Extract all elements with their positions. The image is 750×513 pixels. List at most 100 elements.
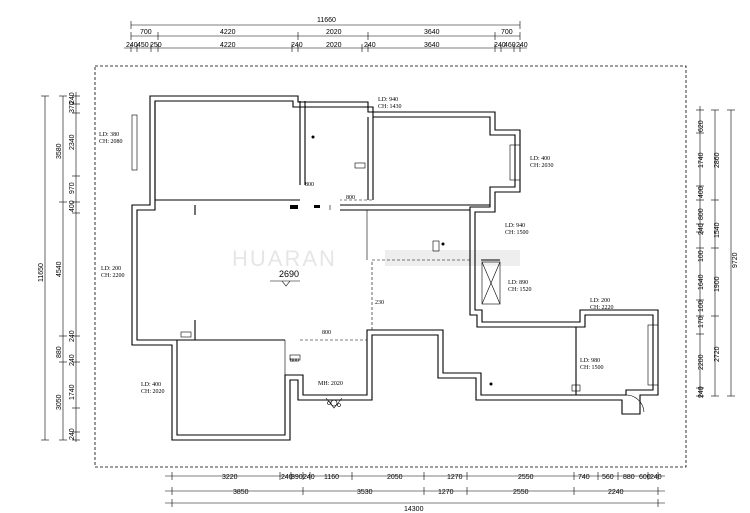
dim-right-in-9: 170: [698, 316, 705, 328]
room-label-ch-3: CH: 2030: [530, 163, 554, 169]
dim-left-in-9: 240: [69, 428, 76, 440]
dim-top-s7: 240: [364, 42, 376, 49]
dim-left-overall: 11650: [38, 263, 45, 282]
room-label-ch-6: CH: 1520: [508, 287, 532, 293]
dim-left-in-1: 240: [69, 92, 76, 104]
door-label-3: 230: [375, 300, 384, 306]
dim-top-s11: 240: [516, 42, 528, 49]
room-label-ch-2: CH: 1430: [378, 104, 402, 110]
dim-top-s9: 240: [494, 42, 506, 49]
dim-right-in-1: 620: [698, 120, 705, 132]
dim-top-5: 700: [501, 29, 513, 36]
top-dimensions: 11660 700 4220 2020 3640 700 240 450 250…: [124, 17, 528, 52]
dim-right-in-3: 400: [698, 186, 705, 198]
dim-left-2: 4540: [56, 261, 63, 277]
person-icon: [325, 397, 343, 409]
room-label-ld-2: LD: 940: [378, 97, 398, 103]
dim-bot-r2-5: 2240: [608, 489, 624, 496]
door-label-1: 800: [305, 182, 314, 188]
dim-left-in-3: 2340: [69, 134, 76, 150]
room-label-ld-3: LD: 400: [530, 156, 550, 162]
dim-top-s2: 450: [137, 42, 149, 49]
dim-right-in-5: 240: [698, 223, 705, 235]
dim-right-3: 1900: [714, 276, 721, 292]
room-label-ld-1: LD: 380: [99, 132, 119, 138]
dim-right-in-4: 800: [698, 208, 705, 220]
dim-bot-12: 600: [639, 474, 651, 481]
dim-bot-3: 390: [291, 474, 303, 481]
dim-left-in-5: 400: [69, 200, 76, 212]
dim-right-2: 1540: [714, 222, 721, 238]
dim-top-overall: 11660: [317, 17, 336, 24]
dim-top-1: 700: [140, 29, 152, 36]
watermark: HUARAN: [232, 246, 337, 271]
room-labels: LD: 380 CH: 2080 LD: 940 CH: 1430 LD: 40…: [99, 97, 614, 395]
bottom-dimensions: 3220 240 390 240 1160 2050 1270 2550 740…: [165, 472, 665, 513]
room-label-ld-4: LD: 940: [505, 223, 525, 229]
room-label-ch-7: CH: 2220: [590, 305, 614, 311]
dim-left-in-4: 970: [69, 182, 76, 194]
room-label-ld-8: LD: 980: [580, 358, 600, 364]
door-label-2: 800: [346, 195, 355, 201]
dim-right-4: 2720: [714, 346, 721, 362]
dim-left-3: 880: [56, 346, 63, 358]
dim-right-1: 2860: [714, 152, 721, 168]
room-label-ch-4: CH: 1500: [505, 230, 529, 236]
dim-bot-r2-3: 1270: [438, 489, 454, 496]
dim-right-in-8: 100: [698, 300, 705, 312]
dim-bot-7: 1270: [447, 474, 463, 481]
dim-left-in-6: 240: [69, 330, 76, 342]
dim-right-in-2: 1740: [698, 152, 705, 168]
dim-top-3: 2020: [326, 29, 342, 36]
dim-top-s3: 250: [150, 42, 162, 49]
dim-bot-5: 1160: [324, 474, 339, 481]
dim-bot-8: 2550: [518, 474, 534, 481]
dim-bot-r2-2: 3530: [357, 489, 373, 496]
room-label-ld-6: LD: 890: [508, 280, 528, 286]
dim-top-s8: 3640: [424, 42, 440, 49]
ceiling-height-text: 2690: [279, 269, 299, 279]
left-dimensions: 11650 3580 4540 880 3050 240 370 2340 97…: [38, 92, 80, 442]
dim-top-s1: 240: [126, 42, 138, 49]
door-label-5: 800: [290, 358, 299, 364]
dim-left-in-2: 370: [69, 101, 76, 113]
dim-left-in-8: 1740: [69, 384, 76, 400]
dim-bot-2: 240: [281, 474, 293, 481]
dim-right-in-7: 1640: [698, 274, 705, 290]
dim-bot-r2-4: 2550: [513, 489, 529, 496]
door-label-4: 800: [322, 330, 331, 336]
dim-bot-13: 240: [650, 474, 662, 481]
room-label-ld-7: LD: 200: [590, 298, 610, 304]
dim-top-4: 3640: [424, 29, 440, 36]
room-label-ch-9: CH: 2020: [141, 389, 165, 395]
dim-top-s4: 4220: [220, 42, 236, 49]
dim-right-overall: 9720: [732, 252, 739, 268]
dim-bot-6: 2050: [387, 474, 403, 481]
door-labels: 800 800 230 800 800 MH: 2020: [290, 182, 384, 387]
room-label-ch-5: CH: 2200: [101, 273, 125, 279]
room-label-ld-5: LD: 200: [101, 266, 121, 272]
right-dimensions: 9720 2860 1540 1900 2720 620 1740 400 80…: [696, 106, 739, 398]
dim-left-4: 3050: [56, 394, 63, 410]
drawing-frame: [94, 65, 687, 468]
dim-bot-9: 740: [578, 474, 590, 481]
dim-top-s6: 2020: [326, 42, 342, 49]
room-label-ch-1: CH: 2080: [99, 139, 123, 145]
dim-bot-10: 560: [602, 474, 614, 481]
room-label-ch-8: CH: 1500: [580, 365, 604, 371]
dim-top-2: 4220: [220, 29, 236, 36]
dim-bot-1: 3220: [222, 474, 238, 481]
ceiling-height-marker: 2690: [270, 269, 300, 287]
dim-bot-overall: 14300: [404, 506, 424, 513]
dim-bot-r2-1: 3850: [233, 489, 249, 496]
dim-right-in-10: 2200: [698, 354, 705, 370]
dim-bot-11: 880: [623, 474, 635, 481]
dim-top-s5: 240: [291, 42, 303, 49]
door-label-6: MH: 2020: [318, 381, 343, 387]
room-label-ld-9: LD: 400: [141, 382, 161, 388]
dim-right-in-6: 100: [698, 250, 705, 262]
dim-top-s10: 460: [504, 42, 516, 49]
walls: [131, 95, 659, 441]
dim-left-1: 3580: [56, 143, 63, 159]
